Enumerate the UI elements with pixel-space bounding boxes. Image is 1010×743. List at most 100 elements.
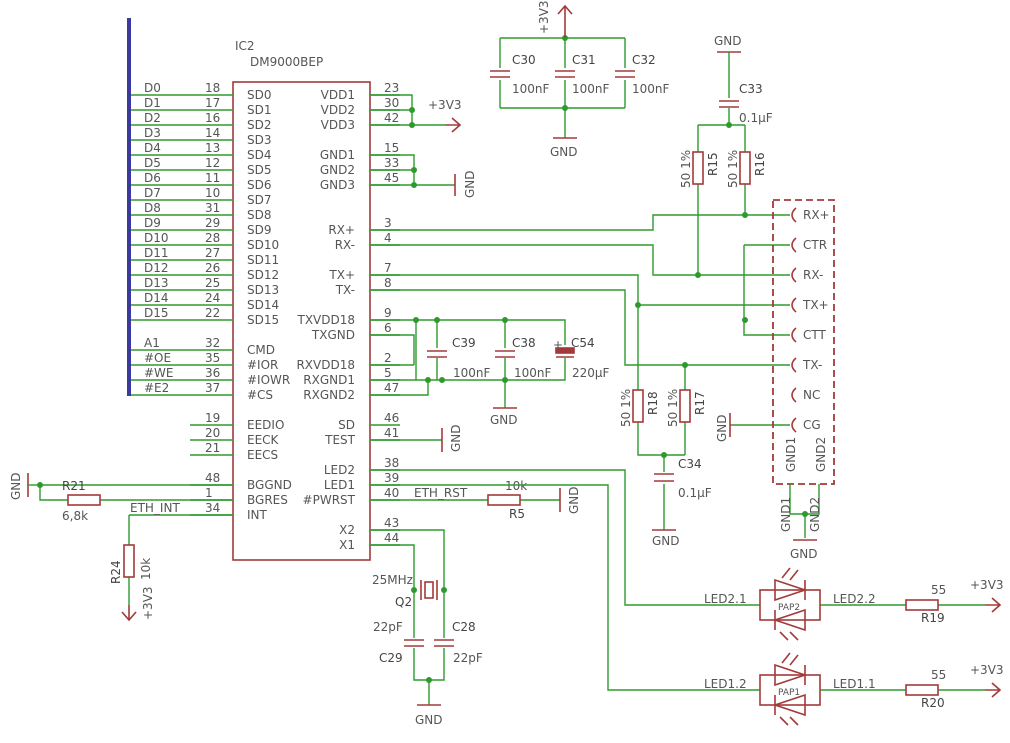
c32-ref: C32 — [632, 53, 656, 67]
pin-number: 34 — [205, 501, 220, 515]
c33-ref: C33 — [739, 82, 763, 96]
pin-number: 41 — [384, 426, 399, 440]
ic2-pin-niowr: 36#IOWR#WE — [131, 366, 290, 387]
bgres-net: GND R21 6,8k — [9, 472, 233, 523]
pin-number: 33 — [384, 156, 399, 170]
pin-name: VDD1 — [321, 88, 355, 102]
r20-ref: R20 — [921, 696, 945, 710]
v33-label-top: +3V3 — [537, 0, 551, 34]
pin-name: SD2 — [247, 118, 272, 132]
rx-termination: GND C33 0.1µF 50 1% R15 50 1% R16 — [679, 34, 773, 275]
r18-value: 50 1% — [619, 389, 633, 427]
pin-number: 47 — [384, 381, 399, 395]
pin-number: 37 — [205, 381, 220, 395]
net-label: D5 — [144, 156, 161, 170]
pin-number: 2 — [384, 351, 392, 365]
vdd-wires — [370, 94, 445, 126]
gnd-label-r5: GND — [567, 486, 581, 514]
q2-value: 25MHz — [372, 573, 413, 587]
c39-ref: C39 — [452, 336, 476, 350]
r15-value: 50 1% — [679, 150, 693, 188]
crystal-circuit: 25MHz Q2 22pF C29 C28 22pF GND — [370, 529, 483, 727]
pin-name: #IOR — [247, 358, 278, 372]
pin-label: CG — [803, 418, 821, 432]
v33-label-led1: +3V3 — [970, 663, 1004, 677]
c29-value: 22pF — [373, 620, 403, 634]
led2-circuit: PAP2 LED2.1 LED2.2 55 R19 +3V3 — [370, 469, 1004, 641]
net-label: D10 — [144, 231, 169, 245]
led1-a-label: LED1.2 — [704, 677, 747, 691]
pin-number: 48 — [205, 471, 220, 485]
ic2-ref: IC2 — [235, 39, 255, 53]
pin-label: RX- — [803, 268, 823, 282]
pin-name: SD11 — [247, 253, 279, 267]
gnd-label-top: GND — [550, 145, 578, 159]
reset-net: ETH_RST 10k R5 GND — [370, 479, 581, 521]
pin-number: 26 — [205, 261, 220, 275]
pin-name: RXVDD18 — [296, 358, 355, 372]
pin-name: SD3 — [247, 133, 272, 147]
pin-number: 20 — [205, 426, 220, 440]
pin-name: SD5 — [247, 163, 272, 177]
pin-name: SD7 — [247, 193, 272, 207]
ic2-body — [232, 81, 371, 561]
pin-name: SD4 — [247, 148, 272, 162]
r20-value: 55 — [931, 668, 946, 682]
pin-number: 24 — [205, 291, 220, 305]
pin-number: 16 — [205, 111, 220, 125]
junction — [411, 167, 417, 173]
connector-pin-cg: CG — [791, 417, 821, 433]
pin-name: SD10 — [247, 238, 279, 252]
net-label: D1 — [144, 96, 161, 110]
net-label: D15 — [144, 306, 169, 320]
c29-ref: C29 — [379, 651, 403, 665]
pin-name: GND2 — [320, 163, 355, 177]
pin-name: EECK — [247, 433, 280, 447]
pin-name: GND3 — [320, 178, 355, 192]
tx-termination: 50 1% R18 50 1% R17 C34 0.1µF GND — [619, 389, 712, 548]
pin-name: GND1 — [320, 148, 355, 162]
pin-number: 36 — [205, 366, 220, 380]
pin-number: 21 — [205, 441, 220, 455]
pin-label: NC — [803, 388, 820, 402]
net-label: D12 — [144, 261, 169, 275]
gnd-label-conn: GND — [790, 547, 818, 561]
pin-number: 15 — [384, 141, 399, 155]
pin-number: 38 — [384, 456, 399, 470]
c54-polarity: + — [553, 338, 563, 352]
led1-body-label: PAP1 — [778, 688, 800, 698]
pin-label: CTR — [803, 238, 827, 252]
connector-pin-rxp: RX+ — [791, 207, 830, 223]
pin-name: TXVDD18 — [296, 313, 355, 327]
c31-value: 100nF — [572, 82, 610, 96]
pin-name: X1 — [339, 538, 355, 552]
pin-name: SD1 — [247, 103, 272, 117]
gnd-label-bg: GND — [9, 472, 23, 500]
pin-name: LED1 — [324, 478, 355, 492]
pin-name: TX+ — [328, 268, 355, 282]
pin-number: 19 — [205, 411, 220, 425]
pin-number: 10 — [205, 186, 220, 200]
ic2-symbol: IC2 DM9000BEP — [232, 39, 371, 561]
pin-number: 12 — [205, 156, 220, 170]
pin-name: #PWRST — [303, 493, 356, 507]
pin-number: 3 — [384, 216, 392, 230]
pin-name: SD0 — [247, 88, 272, 102]
connector-pin-rxm: RX- — [791, 267, 823, 283]
pin-number: 8 — [384, 276, 392, 290]
junction — [409, 107, 415, 113]
connector-gnd2: GND2 — [814, 437, 828, 472]
r5-value: 10k — [505, 479, 527, 493]
pin-number: 1 — [205, 486, 213, 500]
pin-number: 14 — [205, 126, 220, 140]
pin-label: TX- — [802, 358, 822, 372]
pin-number: 29 — [205, 216, 220, 230]
